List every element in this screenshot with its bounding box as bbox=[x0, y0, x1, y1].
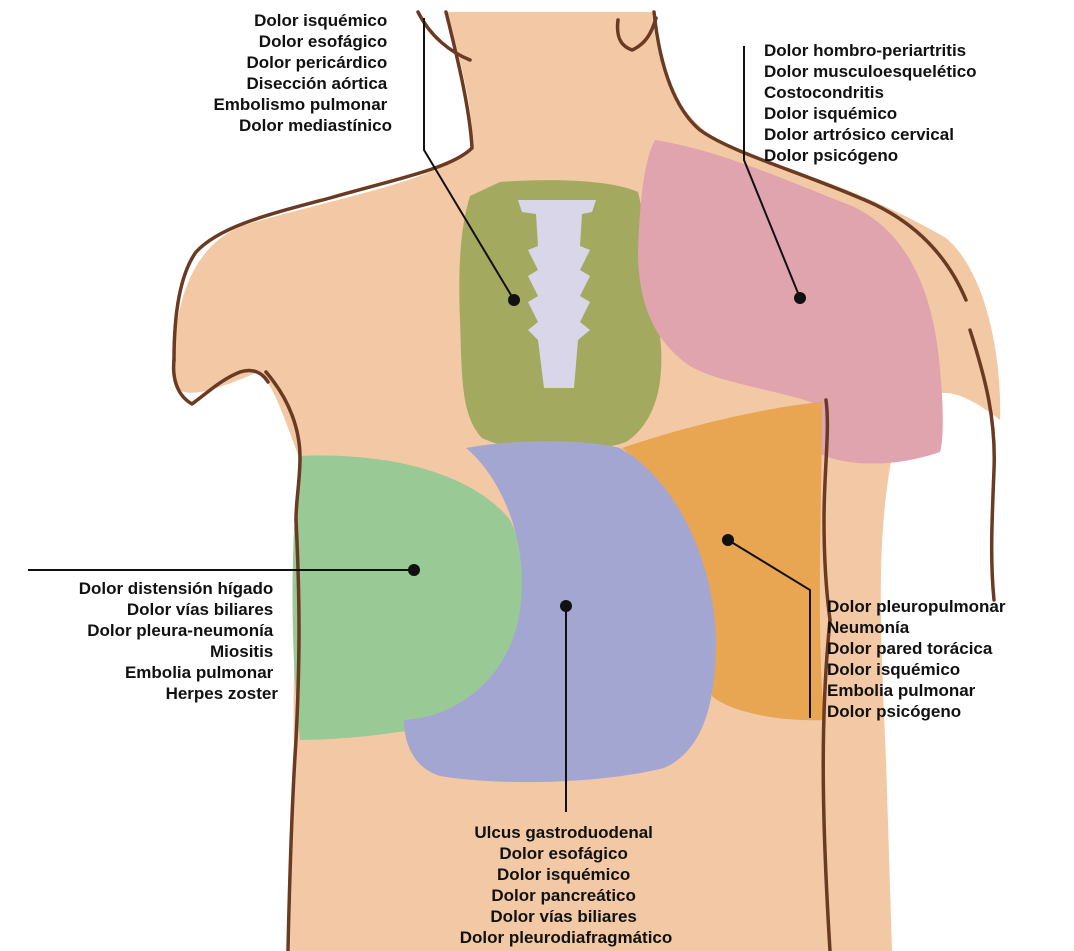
label-line: Dolor isquémico bbox=[254, 11, 387, 30]
label-line: Embolismo pulmonar bbox=[213, 95, 387, 114]
dot-shoulder bbox=[794, 292, 806, 304]
label-block-right-upper-quadrant: Dolor distensión hígado Dolor vías bilia… bbox=[79, 579, 279, 703]
label-line: Embolia pulmonar bbox=[125, 663, 274, 682]
label-line: Disección aórtica bbox=[246, 74, 387, 93]
label-line: Dolor pancreático bbox=[491, 886, 636, 905]
label-line: Dolor hombro-periartritis bbox=[764, 41, 966, 60]
label-line: Embolia pulmonar bbox=[827, 681, 976, 700]
label-line: Dolor isquémico bbox=[764, 104, 897, 123]
label-block-mediastinum: Dolor isquémico Dolor esofágico Dolor pe… bbox=[213, 11, 392, 135]
label-line: Dolor pericárdico bbox=[247, 53, 388, 72]
label-line: Dolor pleuropulmonar bbox=[827, 597, 1006, 616]
label-line: Dolor vías biliares bbox=[490, 907, 636, 926]
label-line: Dolor isquémico bbox=[827, 660, 960, 679]
label-line: Dolor pleura-neumonía bbox=[87, 621, 274, 640]
label-line: Dolor psicógeno bbox=[827, 702, 961, 721]
label-line: Dolor esofágico bbox=[259, 32, 387, 51]
dot-left-flank bbox=[722, 534, 734, 546]
dot-mediastinum bbox=[508, 294, 520, 306]
label-line: Dolor artrósico cervical bbox=[764, 125, 954, 144]
label-line: Dolor mediastínico bbox=[239, 116, 392, 135]
label-block-shoulder: Dolor hombro-periartritis Dolor musculoe… bbox=[764, 41, 981, 165]
dot-right-upper-quadrant bbox=[408, 564, 420, 576]
label-line: Miositis bbox=[210, 642, 273, 661]
label-line: Herpes zoster bbox=[166, 684, 279, 703]
label-line: Dolor pared torácica bbox=[827, 639, 993, 658]
label-line: Dolor esofágico bbox=[499, 844, 627, 863]
label-line: Dolor psicógeno bbox=[764, 146, 898, 165]
label-line: Dolor distensión hígado bbox=[79, 579, 274, 598]
label-line: Neumonía bbox=[827, 618, 910, 637]
label-line: Dolor isquémico bbox=[497, 865, 630, 884]
label-line: Costocondritis bbox=[764, 83, 884, 102]
label-line: Dolor pleurodiafragmático bbox=[460, 928, 673, 947]
label-line: Dolor vías biliares bbox=[127, 600, 273, 619]
dot-epigastrium bbox=[560, 600, 572, 612]
label-line: Dolor musculoesquelético bbox=[764, 62, 977, 81]
label-line: Ulcus gastroduodenal bbox=[474, 823, 653, 842]
